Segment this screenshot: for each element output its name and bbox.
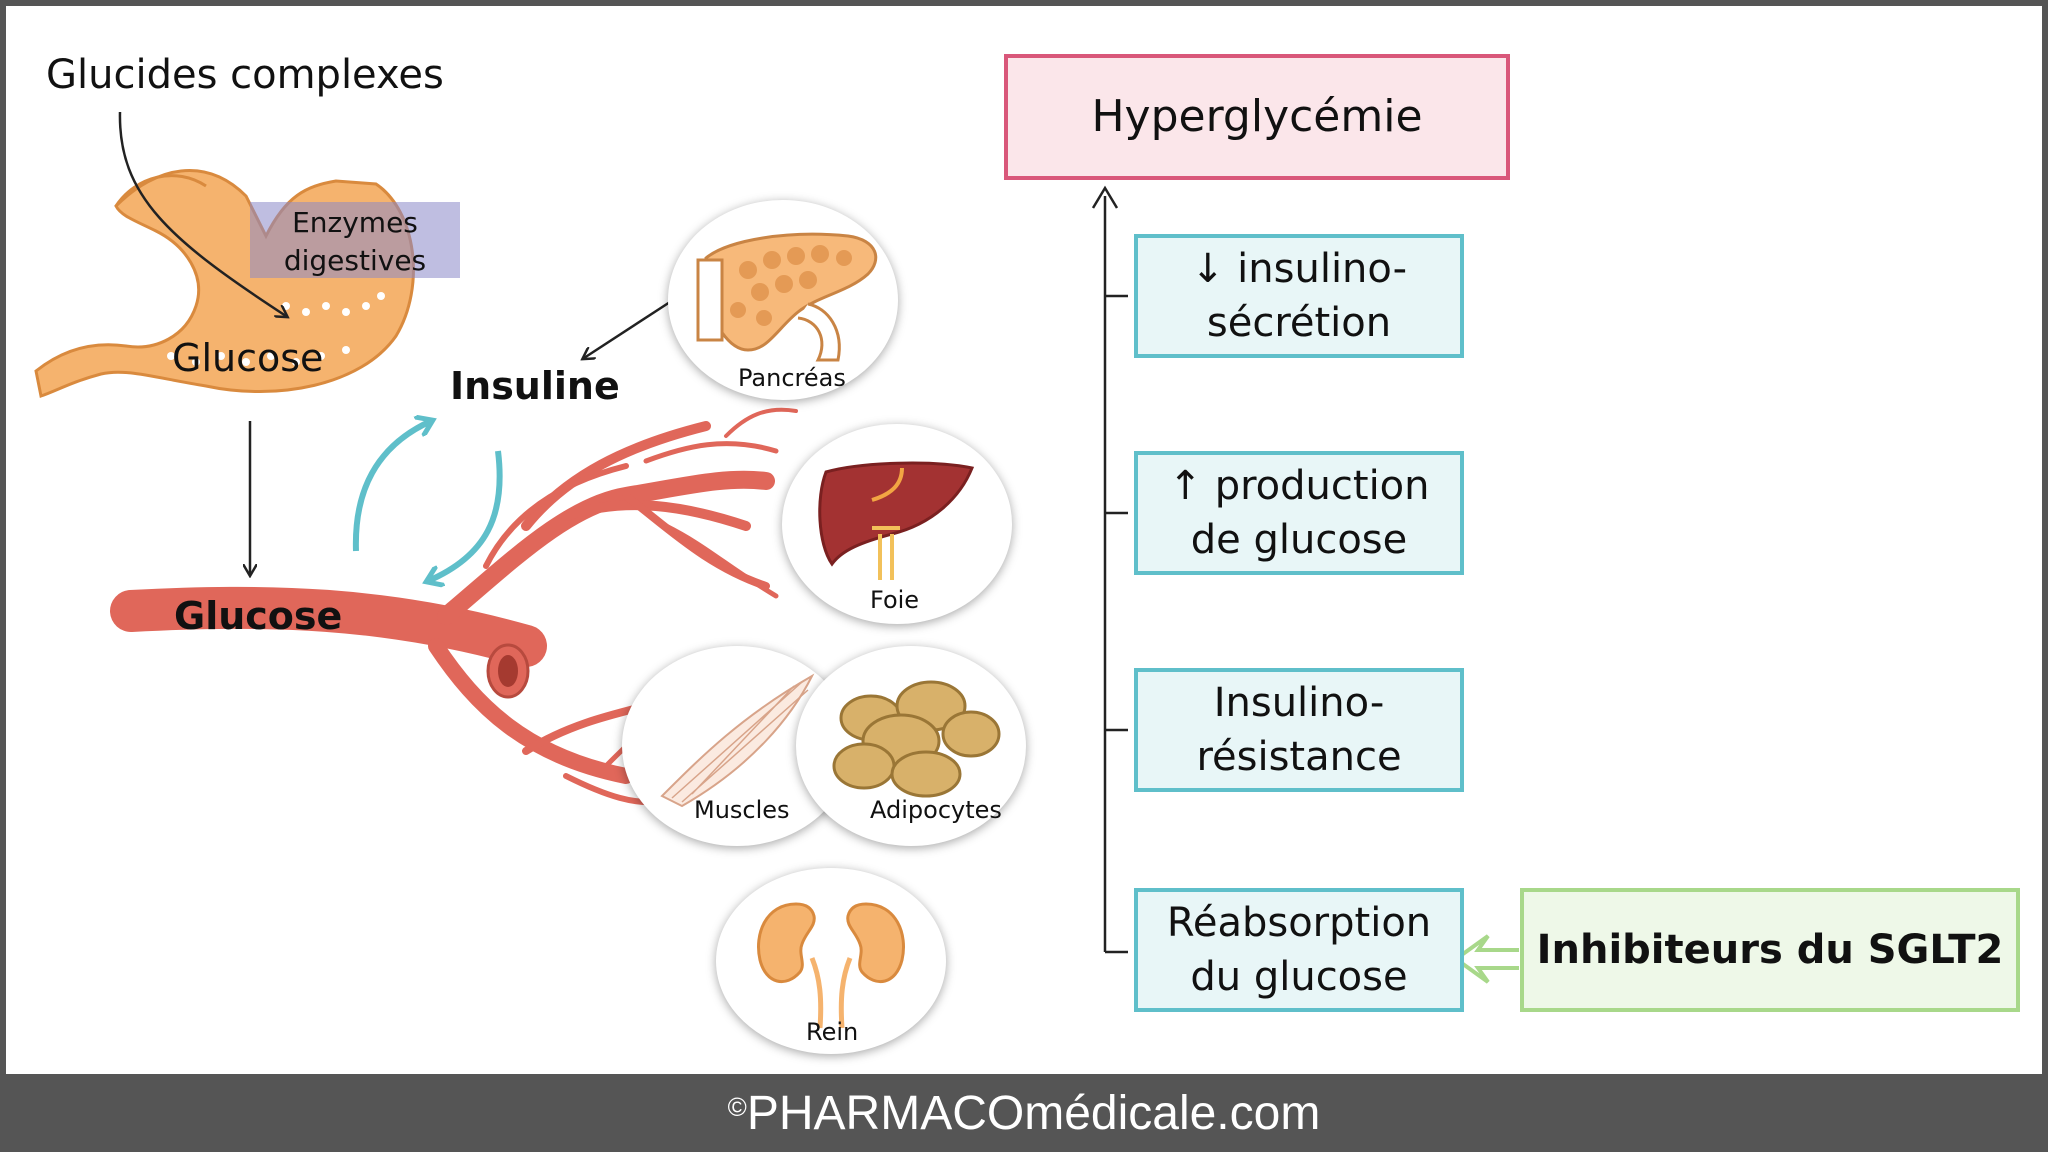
muscle-icon [660,673,815,808]
site-name: PHARMACOmédicale.com [746,1086,1321,1140]
factor-line2: du glucose [1190,954,1408,1000]
factor-line1: ↑ production [1168,463,1430,509]
factor-line2: de glucose [1190,517,1408,563]
factor-box-insulin-secretion: ↓ insulino- sécrétion [1134,234,1464,358]
kidney-circle [716,868,946,1054]
pancreas-to-insulin-arrow [584,300,671,358]
factor-connector [1091,185,1128,954]
factor-line2: résistance [1196,734,1402,780]
insulin-down-arrow [428,450,503,581]
footer-bar: ©PHARMACOmédicale.com [0,1074,2048,1152]
sglt2-box: Inhibiteurs du SGLT2 [1520,888,2020,1012]
liver-icon [818,461,975,580]
pancreas-icon [696,232,878,362]
factor-line1: Réabsorption [1166,900,1432,946]
pancreas-circle [668,200,898,400]
carbs-arrow [118,111,286,316]
kidney-label: Rein [806,1018,859,1046]
blood-glucose-label: Glucose [174,594,343,638]
liver-label: Foie [870,586,920,614]
factor-box-glucose-reabsorption: Réabsorption du glucose [1134,888,1464,1012]
factor-line2: sécrétion [1206,300,1392,346]
factor-line1: Insulino- [1213,680,1385,726]
factor-box-insulin-resistance: Insulino- résistance [1134,668,1464,792]
kidney-icon [757,902,905,1029]
insulin-label: Insuline [450,364,620,408]
insulin-up-arrow [352,421,431,552]
sglt2-label: Inhibiteurs du SGLT2 [1536,927,2004,973]
diagram-drawing [34,111,1519,984]
sglt2-arrow [1452,934,1519,984]
liver-circle [782,424,1012,624]
enzymes-label-line1: Enzymes [292,206,418,239]
enzymes-label-line2: digestives [283,244,427,277]
enzymes-label: Enzymes digestives [250,204,460,280]
diagram-canvas: Glucides complexes Enzymes digestives Gl… [6,6,2042,1074]
factor-line1: ↓ insulino- [1190,246,1408,292]
factor-box-glucose-production: ↑ production de glucose [1134,451,1464,575]
pancreas-label: Pancréas [738,364,846,392]
muscles-label: Muscles [694,796,790,824]
enzymes-highlight [250,202,460,278]
hyperglycemia-label: Hyperglycémie [1091,91,1423,142]
hyperglycemia-box: Hyperglycémie [1004,54,1510,180]
carbs-label: Glucides complexes [46,52,444,98]
copyright-symbol: © [727,1091,747,1122]
stomach-glucose-label: Glucose [172,336,324,380]
adipocytes-icon [832,680,1001,798]
adipocytes-label: Adipocytes [870,796,1002,824]
adipocytes-circle [796,646,1026,846]
